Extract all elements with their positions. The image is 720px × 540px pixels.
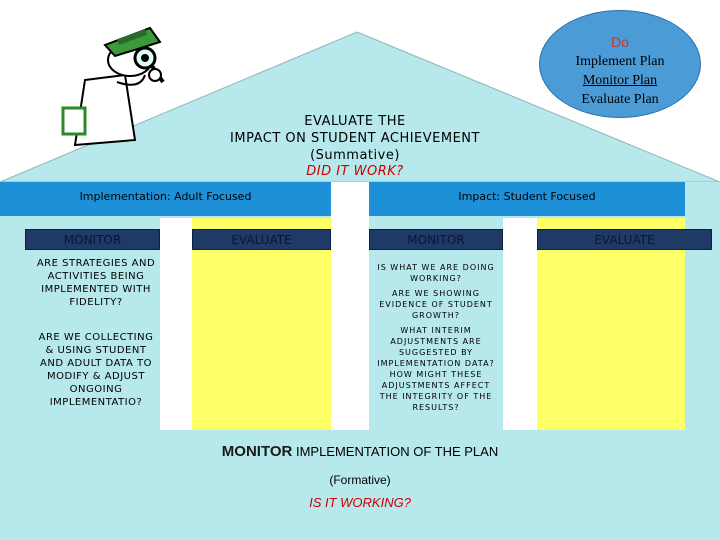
base-title: MONITOR IMPLEMENTATION OF THE PLAN xyxy=(0,443,720,461)
do-item-monitor: Monitor Plan xyxy=(582,73,658,88)
header-implementation: Implementation: Adult Focused xyxy=(0,182,331,216)
do-item-evaluate: Evaluate Plan xyxy=(581,92,659,107)
base-title-rest: IMPLEMENTATION OF THE PLAN xyxy=(292,444,499,459)
right-question-1: IS WHAT WE ARE DOING WORKING? xyxy=(377,263,495,283)
column-monitor-1: MONITOR xyxy=(25,229,160,250)
column-monitor-1-label: MONITOR xyxy=(63,233,122,247)
column-evaluate-1-label: EVALUATE xyxy=(231,233,292,247)
evaluate-column-1 xyxy=(192,218,331,430)
column-monitor-2: MONITOR xyxy=(369,229,503,250)
left-question-1: ARE STRATEGIES AND ACTIVITIES BEING IMPL… xyxy=(36,258,156,308)
header-implementation-label: Implementation: Adult Focused xyxy=(79,190,252,203)
pillar-1 xyxy=(160,218,192,430)
right-question-3: WHAT INTERIM ADJUSTMENTS ARE SUGGESTED B… xyxy=(377,326,495,412)
header-impact-label: Impact: Student Focused xyxy=(458,190,596,203)
do-title: Do xyxy=(611,34,629,50)
column-evaluate-2-label: EVALUATE xyxy=(594,233,655,247)
column-monitor-2-label: MONITOR xyxy=(407,233,465,247)
left-question-2: ARE WE COLLECTING & USING STUDENT AND AD… xyxy=(38,332,154,408)
roof-line3: (Summative) xyxy=(310,148,400,163)
roof-line2: IMPACT ON STUDENT ACHIEVEMENT xyxy=(230,131,480,146)
header-impact: Impact: Student Focused xyxy=(369,182,685,216)
right-question-2: ARE WE SHOWING EVIDENCE OF STUDENT GROWT… xyxy=(379,289,493,320)
roof-line1: EVALUATE THE xyxy=(304,114,406,129)
pillar-center xyxy=(331,182,369,430)
column-evaluate-2: EVALUATE xyxy=(537,229,712,250)
detective-icon xyxy=(61,26,165,147)
column-evaluate-1: EVALUATE xyxy=(192,229,331,250)
do-bubble xyxy=(539,10,701,118)
pillar-3 xyxy=(503,218,537,430)
do-item-implement: Implement Plan xyxy=(575,54,665,69)
roof-question: DID IT WORK? xyxy=(306,164,404,179)
base-formative: (Formative) xyxy=(329,473,391,487)
base-monitor-word: MONITOR xyxy=(221,443,293,460)
evaluate-column-2 xyxy=(537,218,685,430)
base-question: IS IT WORKING? xyxy=(309,495,411,510)
